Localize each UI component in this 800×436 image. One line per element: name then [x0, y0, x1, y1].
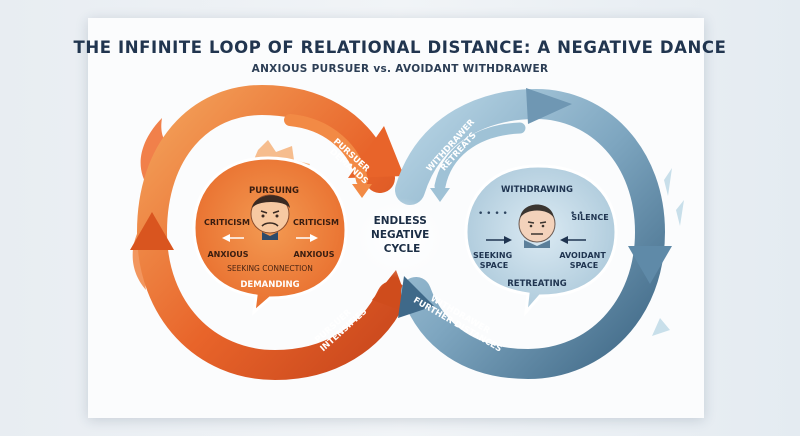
- demanding-label: DEMANDING: [240, 280, 299, 290]
- pursuer-inner-arc: [284, 114, 368, 186]
- anxious-right-label: ANXIOUS: [293, 250, 334, 259]
- ellipsis-dots-right: • •: [570, 209, 583, 219]
- avoidant-space-label: AVOIDANT SPACE: [559, 251, 608, 270]
- pursuer-bubble-body: [192, 156, 348, 316]
- anxious-face: [250, 194, 290, 240]
- withdrawer-inner-arrowhead: [430, 188, 450, 202]
- seeking-connection-label: SEEKING CONNECTION: [227, 264, 313, 273]
- page-title: THE INFINITE LOOP OF RELATIONAL DISTANCE…: [73, 38, 727, 57]
- pursuing-label: PURSUING: [249, 186, 299, 196]
- withdrawer-arrowhead-bottom: [398, 276, 434, 318]
- ellipsis-dots: • • • •: [478, 209, 508, 219]
- retreating-label: RETREATING: [507, 279, 566, 289]
- withdrawn-face: [518, 204, 556, 248]
- avoidant-space-arrow: [560, 236, 568, 244]
- withdrawer-bubble: • • • • • •: [464, 164, 618, 317]
- withdrawing-label: WITHDRAWING: [501, 185, 573, 195]
- page-subtitle: ANXIOUS PURSUER vs. AVOIDANT WITHDRAWER: [251, 63, 549, 75]
- criticism-left-label: CRITICISM: [204, 218, 250, 227]
- pursuer-arrowhead-left: [130, 212, 174, 250]
- center-glow: [354, 198, 446, 278]
- anxious-left-label: ANXIOUS: [207, 250, 248, 259]
- withdrawer-arrowhead-right: [628, 246, 672, 284]
- seeking-space-arrow: [504, 236, 512, 244]
- endless-negative-cycle-label: ENDLESS NEGATIVE CYCLE: [371, 215, 433, 255]
- pursuer-bubble: [192, 140, 348, 316]
- pursuer-loop: [130, 84, 412, 381]
- withdrawer-inner-arc: [434, 122, 526, 192]
- ice-decoration: [652, 168, 684, 336]
- silence-label: SILENCE: [571, 213, 608, 222]
- criticism-arrow-right: [310, 234, 318, 242]
- seeking-space-label: SEEKING SPACE: [473, 251, 515, 270]
- pursuer-inner-arrowhead: [352, 184, 372, 198]
- withdrawer-loop: [395, 88, 684, 380]
- withdrawer-loop-ring: [395, 88, 666, 380]
- criticism-right-label: CRITICISM: [293, 218, 339, 227]
- criticism-arrow-left: [222, 234, 230, 242]
- withdrawer-arrowhead-top: [526, 88, 572, 124]
